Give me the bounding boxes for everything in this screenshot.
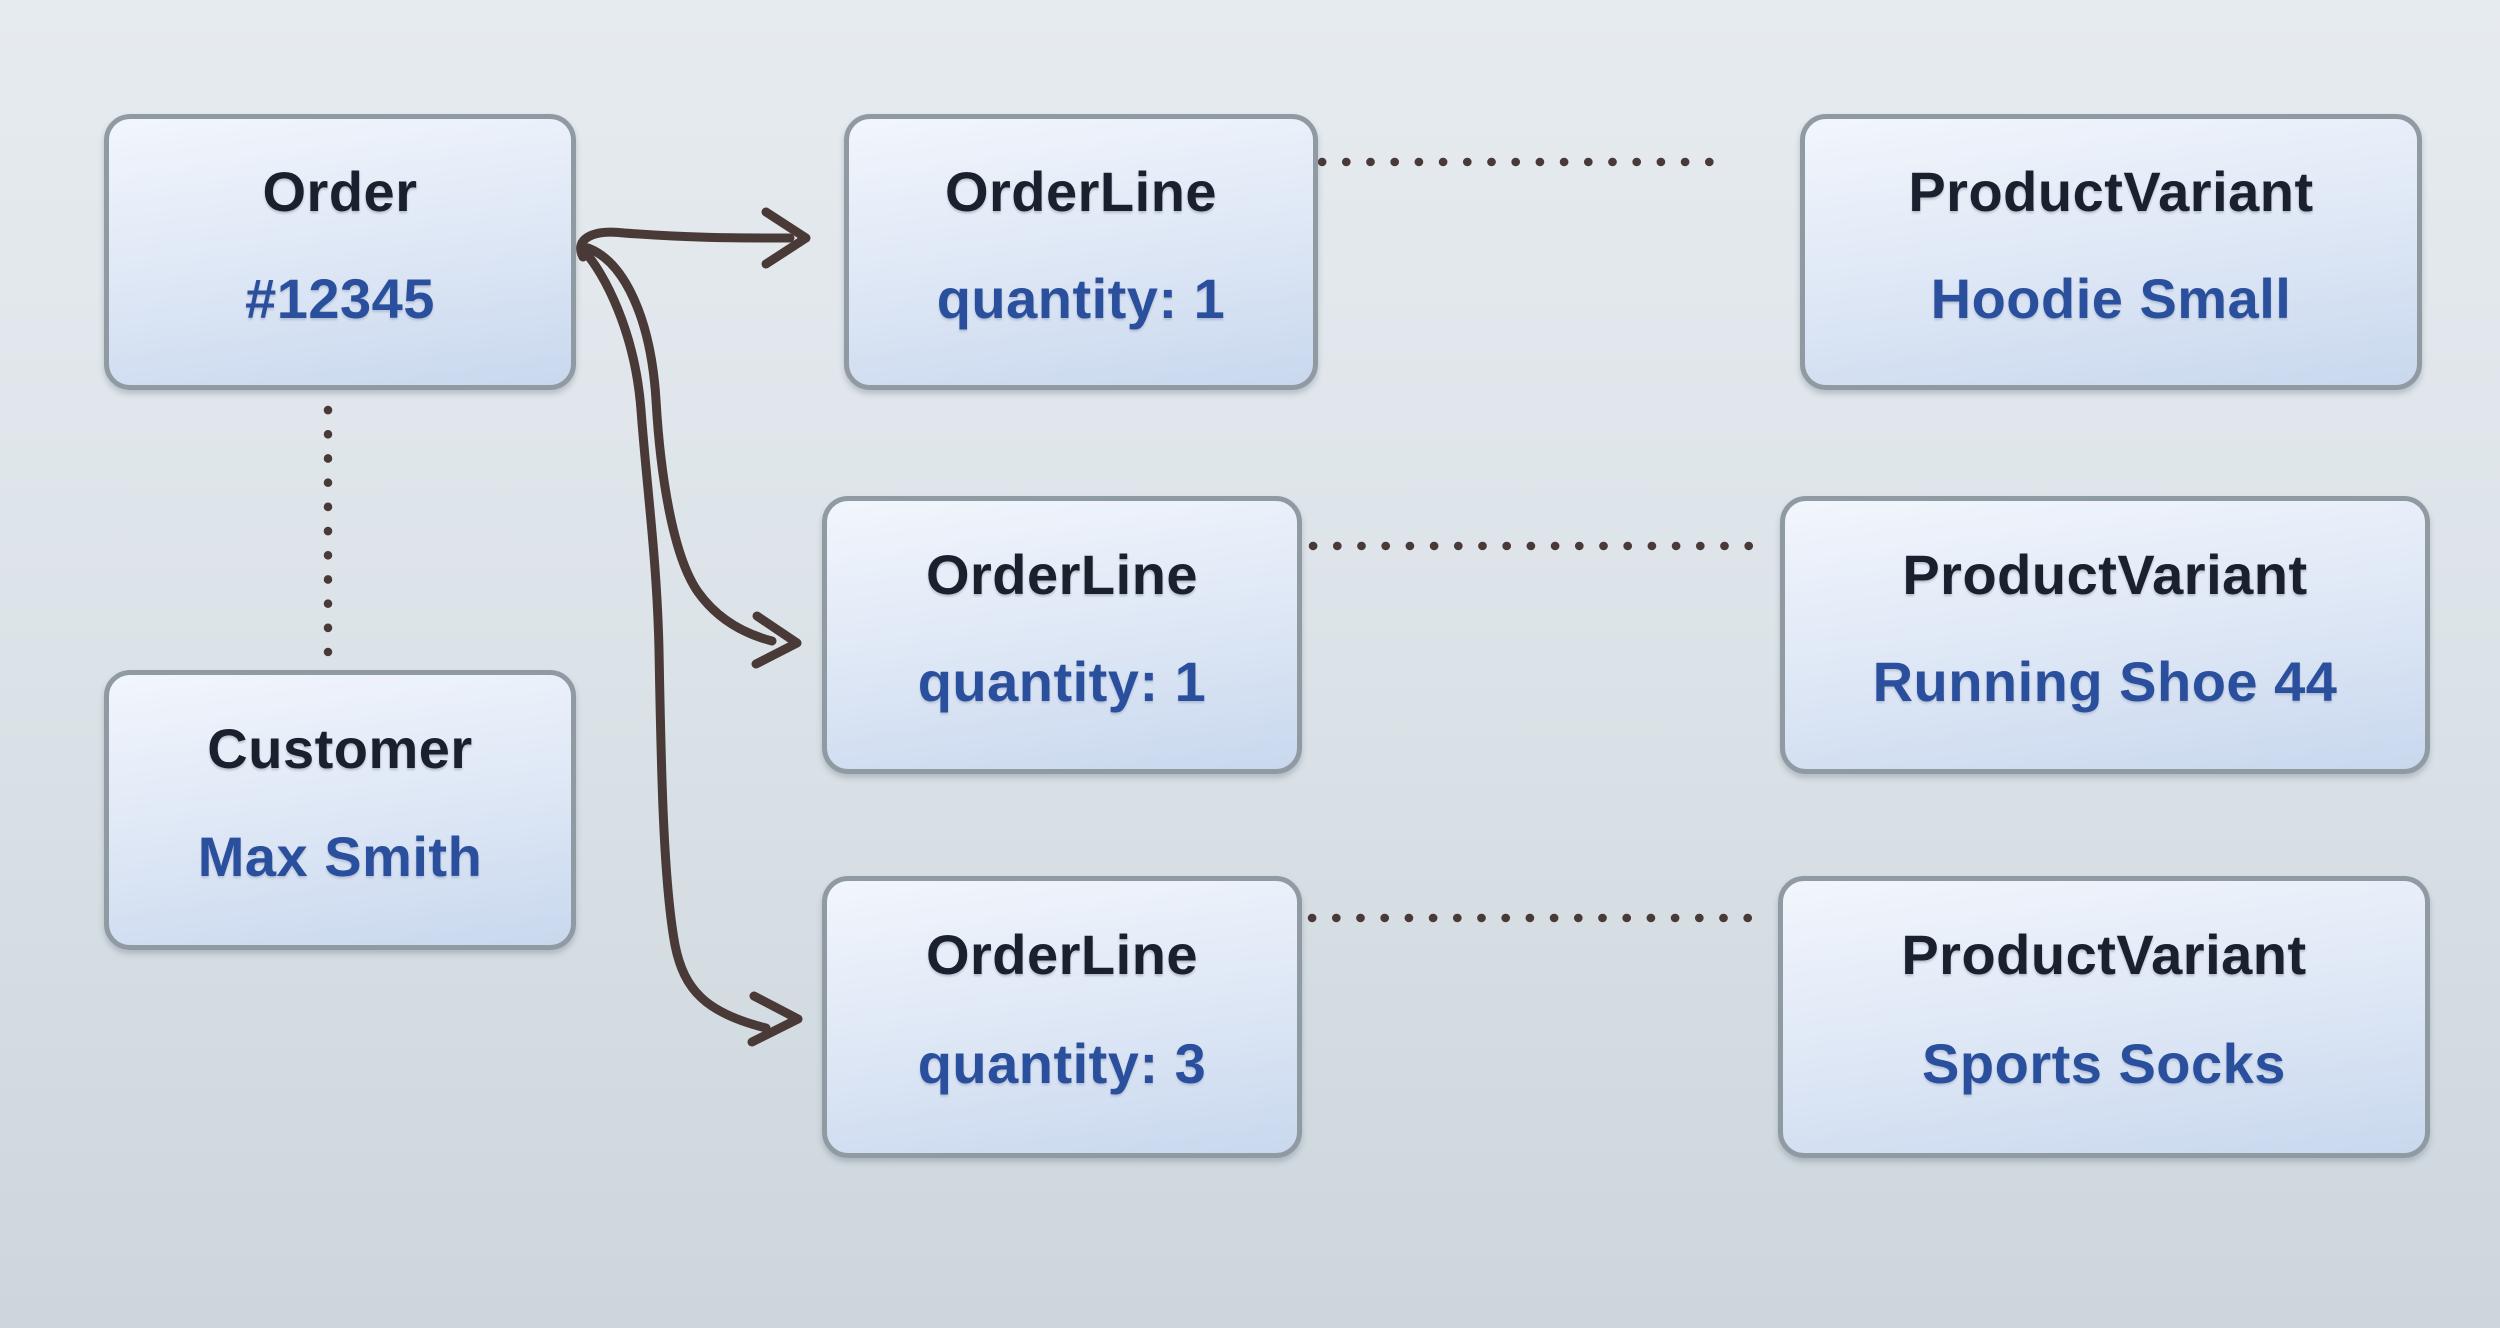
orderline-quantity: quantity: 1 xyxy=(917,649,1207,713)
order-number: #12345 xyxy=(245,266,435,330)
orderline-title: OrderLine xyxy=(925,923,1199,987)
productvariant-node-1: ProductVariant Hoodie Small xyxy=(1800,114,2422,390)
order-title: Order xyxy=(262,160,418,224)
orderline-title: OrderLine xyxy=(925,542,1199,606)
arrow-order-to-orderline3 xyxy=(580,247,771,1033)
arrowhead-orderline2 xyxy=(751,611,802,669)
productvariant-name: Sports Socks xyxy=(1922,1032,2286,1096)
orderline-node-2: OrderLine quantity: 1 xyxy=(822,496,1302,774)
arrow-order-to-orderline1 xyxy=(576,227,795,262)
orderline-title: OrderLine xyxy=(944,160,1218,224)
productvariant-node-3: ProductVariant Sports Socks xyxy=(1778,876,2430,1158)
customer-name: Max Smith xyxy=(197,824,483,888)
arrow-order-to-orderline2 xyxy=(583,243,777,646)
productvariant-name: Running Shoe 44 xyxy=(1872,649,2338,713)
order-node: Order #12345 xyxy=(104,114,576,390)
customer-title: Customer xyxy=(207,716,473,780)
orderline-node-3: OrderLine quantity: 3 xyxy=(822,876,1302,1158)
orderline-quantity: quantity: 1 xyxy=(936,266,1226,330)
productvariant-title: ProductVariant xyxy=(1901,923,2307,987)
arrowhead-orderline3 xyxy=(747,991,803,1047)
orderline-quantity: quantity: 3 xyxy=(917,1032,1207,1096)
productvariant-title: ProductVariant xyxy=(1908,160,2314,224)
productvariant-name: Hoodie Small xyxy=(1930,266,2292,330)
customer-node: Customer Max Smith xyxy=(104,670,576,950)
productvariant-node-2: ProductVariant Running Shoe 44 xyxy=(1780,496,2430,774)
arrowhead-orderline1 xyxy=(761,207,811,269)
productvariant-title: ProductVariant xyxy=(1902,542,2308,606)
orderline-node-1: OrderLine quantity: 1 xyxy=(844,114,1318,390)
